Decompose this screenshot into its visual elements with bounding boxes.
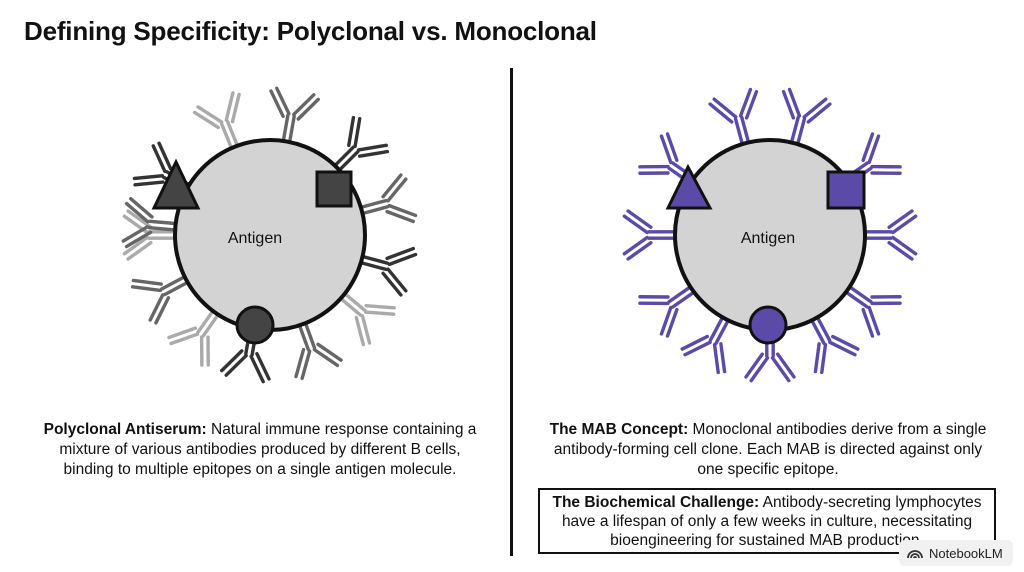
antibody	[708, 87, 759, 150]
monoclonal-antigen-illustration: Antigen	[622, 87, 918, 383]
antibody	[638, 282, 699, 338]
notebooklm-badge[interactable]: NotebookLM	[899, 540, 1013, 566]
antibody	[781, 87, 832, 150]
challenge-callout: The Biochemical Challenge: Antibody-secr…	[538, 488, 996, 554]
monoclonal-caption: The MAB Concept: Monoclonal antibodies d…	[548, 420, 988, 480]
caption-body: Natural immune response containing a mix…	[59, 421, 477, 478]
antibody	[330, 115, 390, 175]
caption-body: Monoclonal antibodies derive from a sing…	[553, 421, 987, 478]
badge-label: NotebookLM	[929, 545, 1003, 561]
antibody	[269, 86, 320, 148]
caption-heading: Polyclonal Antiserum:	[43, 421, 207, 438]
epitope-circle	[748, 305, 788, 345]
center-divider	[510, 68, 513, 556]
polyclonal-caption: Polyclonal Antiserum: Natural immune res…	[40, 420, 480, 480]
monoclonal-diagram: Antigen	[600, 80, 940, 420]
polyclonal-diagram: Antigen	[100, 80, 440, 420]
caption-heading: The MAB Concept:	[549, 421, 689, 438]
antibody	[192, 91, 241, 154]
antibody	[841, 282, 902, 338]
antibody	[859, 209, 918, 261]
antibody	[355, 173, 418, 224]
epitope-circle	[235, 305, 275, 345]
epitope-square	[315, 170, 353, 208]
challenge-heading: The Biochemical Challenge:	[552, 494, 760, 511]
antigen-label: Antigen	[741, 230, 795, 247]
epitope-triangle	[665, 163, 713, 210]
antigen-label: Antigen	[228, 230, 282, 247]
antibody	[355, 246, 418, 297]
antibody	[167, 306, 223, 367]
antibody	[335, 289, 396, 347]
antibody	[294, 317, 343, 380]
antibody	[680, 312, 732, 375]
challenge-body: Antibody-secreting lymphocytes have a li…	[561, 494, 982, 549]
notebooklm-logo-icon	[907, 550, 923, 559]
antibody	[130, 273, 193, 325]
page-title: Defining Specificity: Polyclonal vs. Mon…	[24, 16, 597, 46]
polyclonal-antigen-illustration: Antigen	[121, 86, 418, 384]
epitope-square	[826, 170, 866, 210]
antibody	[808, 312, 860, 375]
epitope-triangle	[151, 158, 201, 210]
antibody	[622, 209, 681, 261]
